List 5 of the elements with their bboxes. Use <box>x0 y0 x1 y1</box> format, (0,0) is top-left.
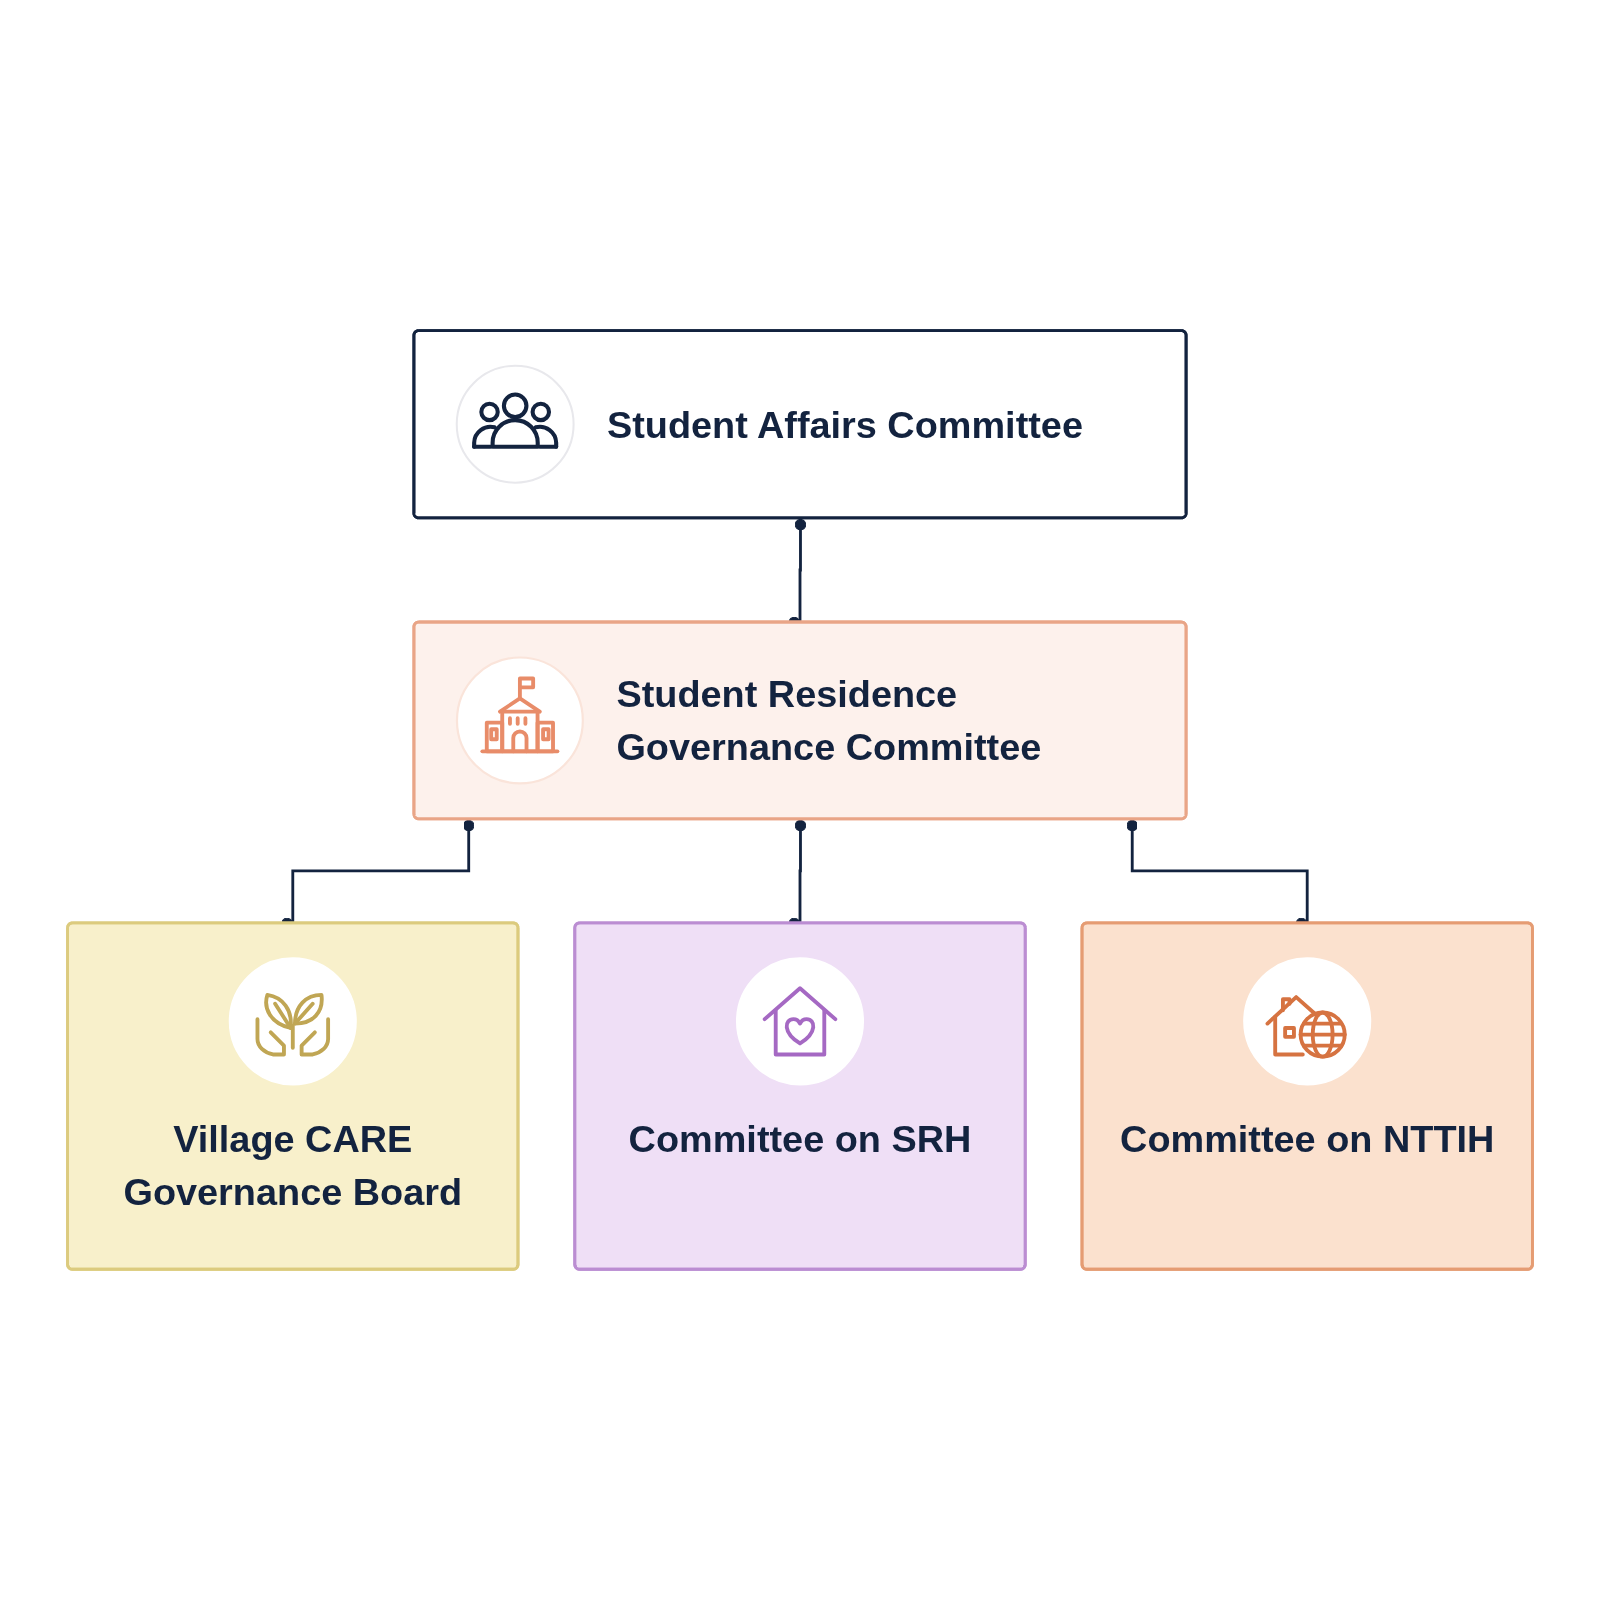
committee-name: Committee on NTTIH <box>1120 1116 1495 1162</box>
committee-name: Student Affairs Committee <box>606 402 1083 448</box>
committee-name: Student Residence Governance Committee <box>616 672 1043 770</box>
committee-name: Committee on SRH <box>628 1116 972 1162</box>
committee-name: Village CARE Governance Board <box>122 1116 464 1215</box>
